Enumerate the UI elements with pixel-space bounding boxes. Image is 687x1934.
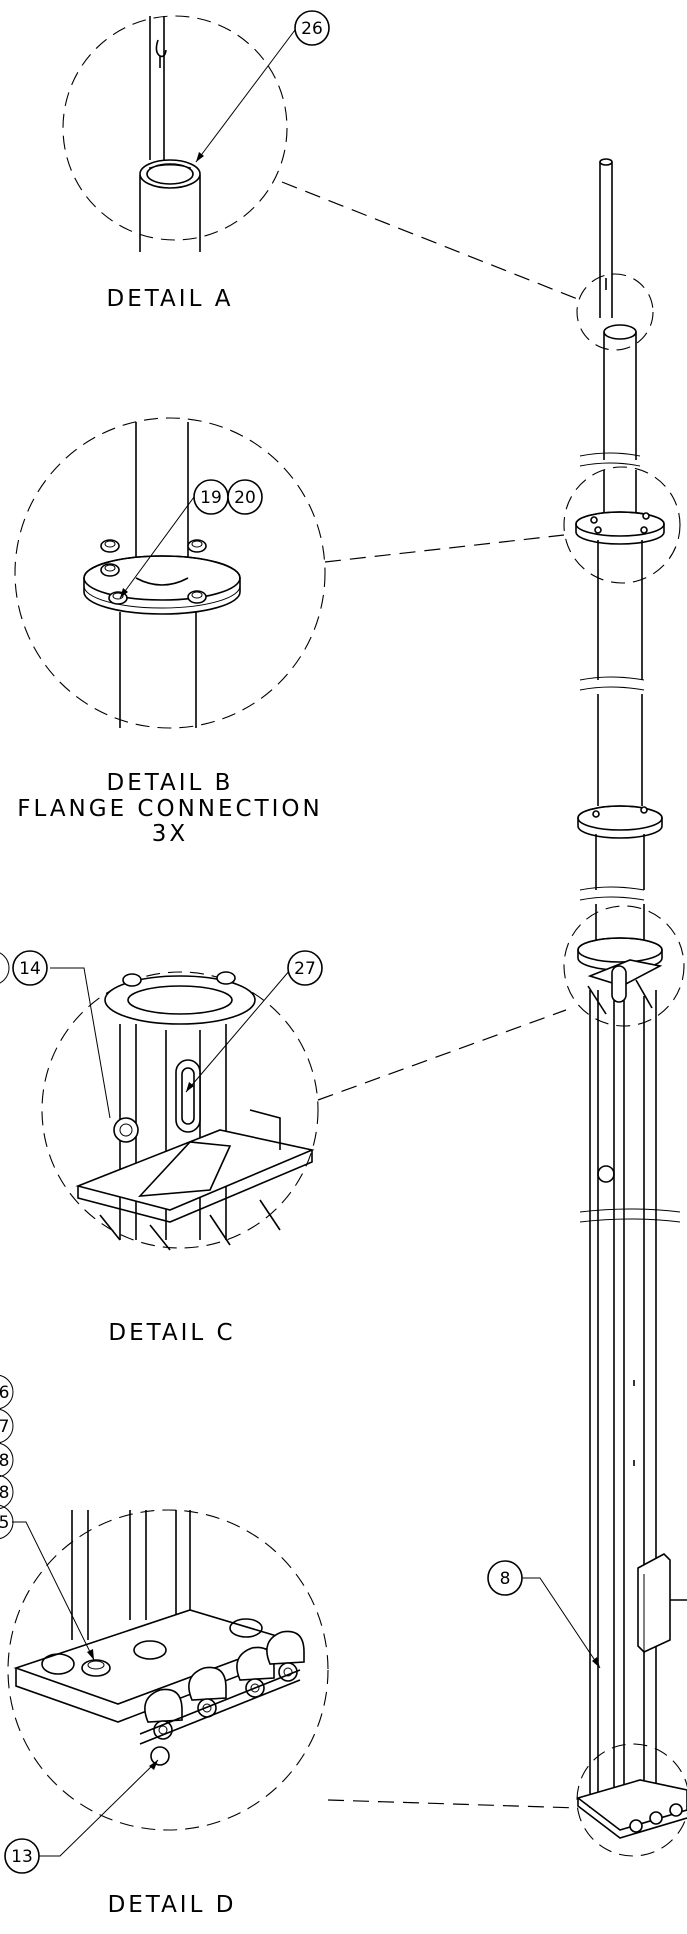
- flange-bolt: [100, 539, 120, 553]
- detail-d-leader: [327, 1799, 579, 1809]
- detail-b-caption: DETAIL B: [107, 770, 234, 796]
- detail-c-boundary: [41, 971, 319, 1249]
- detail-a-caption: DETAIL A: [107, 286, 234, 312]
- callout-19: 19: [200, 488, 222, 508]
- detail-a-marker: [576, 273, 654, 351]
- detail-b-marker: [563, 466, 681, 584]
- detail-d-caption: DETAIL D: [108, 1892, 237, 1918]
- detail-a-view: [62, 15, 288, 252]
- detail-a-leader: [281, 181, 581, 301]
- hinge-clamp: [188, 1666, 227, 1718]
- flange-bolt: [187, 590, 207, 604]
- detail-b-view: [14, 417, 326, 729]
- mast-assembly: [575, 158, 687, 1839]
- detail-a-boundary: [62, 15, 288, 241]
- callout-edge-5: 5: [0, 1513, 9, 1533]
- callout-14: 14: [19, 959, 41, 979]
- flange-bolt: [187, 539, 207, 553]
- callout-20: 20: [234, 488, 256, 508]
- callout-edge-8a: 8: [0, 1451, 9, 1471]
- callout-26: 26: [301, 19, 323, 39]
- callout-8: 8: [500, 1569, 511, 1589]
- hinge-clamp: [144, 1688, 183, 1740]
- callout-edge-8b: 8: [0, 1483, 9, 1503]
- hinge-clamp: [236, 1646, 275, 1698]
- callout-edge-6: 6: [0, 1383, 9, 1403]
- detail-b-caption-line3: 3X: [152, 821, 188, 847]
- callout-13: 13: [11, 1847, 33, 1867]
- detail-b-leader: [324, 534, 565, 563]
- detail-c-caption: DETAIL C: [108, 1320, 235, 1346]
- detail-d-view: [7, 1509, 329, 1831]
- detail-c-marker: [563, 905, 685, 1027]
- detail-b-boundary: [14, 417, 326, 729]
- detail-d-boundary: [7, 1509, 329, 1831]
- flange-bolt: [100, 563, 120, 577]
- callout-27: 27: [294, 959, 316, 979]
- detail-c-leader: [317, 1009, 567, 1101]
- callout-edge-7: 7: [0, 1417, 9, 1437]
- detail-b-caption-line2: FLANGE CONNECTION: [17, 796, 322, 822]
- detail-c-view: [41, 971, 319, 1251]
